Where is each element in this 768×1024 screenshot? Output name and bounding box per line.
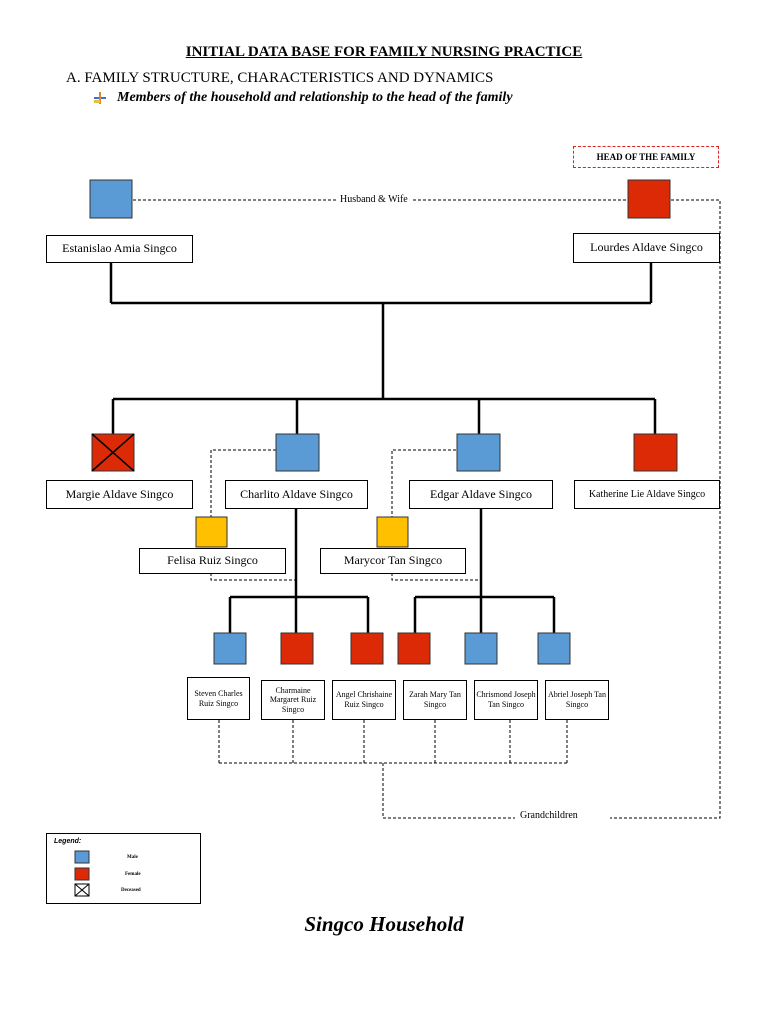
spouse3-name: Marycor Tan Singco xyxy=(320,548,466,574)
gc1-name: Steven Charles Ruiz Singco xyxy=(187,677,250,720)
gc3-symbol xyxy=(350,632,384,665)
head-connector xyxy=(610,199,721,819)
child3-name: Edgar Aldave Singco xyxy=(409,480,553,509)
legend-deceased-label: Deceased xyxy=(121,888,141,893)
spouse2-connector xyxy=(210,449,276,518)
legend-symbols xyxy=(74,850,90,897)
spouse3-connector xyxy=(391,449,456,518)
child3-symbol xyxy=(456,433,501,472)
section-heading: A. FAMILY STRUCTURE, CHARACTERISTICS AND… xyxy=(66,70,494,86)
bullet-icon xyxy=(94,92,106,104)
spouse2-symbol xyxy=(195,516,228,548)
child2-symbol xyxy=(275,433,320,472)
father-name: Estanislao Amia Singco xyxy=(46,235,193,263)
grandchildren-label: Grandchildren xyxy=(516,810,582,821)
gc2-symbol xyxy=(280,632,314,665)
child4-symbol xyxy=(633,433,678,472)
gc4-name: Zarah Mary Tan Singco xyxy=(403,680,467,720)
mother-name: Lourdes Aldave Singco xyxy=(573,233,720,263)
gc5-name: Chrismond Joseph Tan Singco xyxy=(474,680,538,720)
descent-lines xyxy=(109,262,657,633)
gc6-symbol xyxy=(537,632,571,665)
legend-male-icon xyxy=(74,850,90,864)
child2-name: Charlito Aldave Singco xyxy=(225,480,368,509)
legend-female-icon xyxy=(74,867,90,881)
household-title: Singco Household xyxy=(304,912,464,936)
legend xyxy=(46,833,201,904)
gc2-name: Charmaine Margaret Ruiz Singco xyxy=(261,680,325,720)
spouse3-symbol xyxy=(376,516,409,548)
member-symbols xyxy=(89,179,678,665)
legend-female-label: Female xyxy=(125,872,141,877)
spouse2-name: Felisa Ruiz Singco xyxy=(139,548,286,574)
mother-symbol xyxy=(627,179,671,219)
head-of-family-label: HEAD OF THE FAMILY xyxy=(573,146,719,168)
child4-name: Katherine Lie Aldave Singco xyxy=(574,480,720,509)
gc1-symbol xyxy=(213,632,247,665)
gc4-symbol xyxy=(397,632,431,665)
legend-male-label: Male xyxy=(127,855,138,860)
husband-wife-label: Husband & Wife xyxy=(336,194,412,205)
gc6-name: Abriel Joseph Tan Singco xyxy=(545,680,609,720)
legend-title: Legend: xyxy=(54,838,82,845)
deceased-mark-icon xyxy=(91,433,135,472)
sub-heading: Members of the household and relationshi… xyxy=(117,90,513,105)
gc3-name: Angel Chrishaine Ruiz Singco xyxy=(332,680,396,720)
father-symbol xyxy=(89,179,133,219)
grandchildren-connector xyxy=(382,763,515,819)
dashed-connectors xyxy=(133,199,721,819)
document-title: INITIAL DATA BASE FOR FAMILY NURSING PRA… xyxy=(185,44,583,60)
child1-name: Margie Aldave Singco xyxy=(46,480,193,509)
gc5-symbol xyxy=(464,632,498,665)
